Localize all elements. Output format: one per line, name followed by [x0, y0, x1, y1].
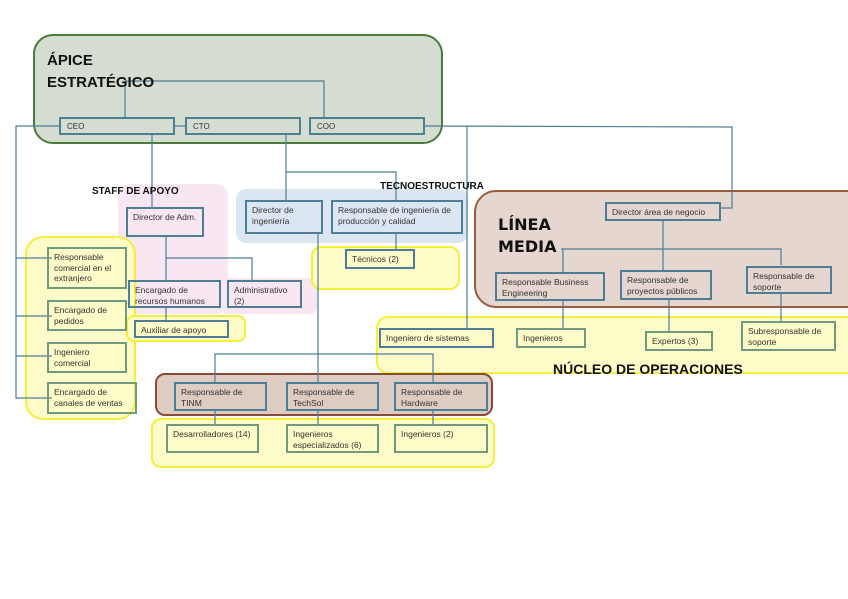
product-teams-highlight	[151, 418, 495, 468]
connector-director-adm-children	[165, 236, 253, 280]
staff-de-apoyo-title: STAFF DE APOYO	[92, 186, 179, 197]
expertos-box[interactable]: Expertos (3)	[645, 331, 713, 351]
linea-title-line1: LÍNEA	[498, 215, 551, 234]
auxiliar-box[interactable]: Auxiliar de apoyo	[134, 320, 229, 338]
director-adm-box[interactable]: Director de Adm.	[126, 207, 204, 237]
connector-coo-director-negocio	[424, 125, 733, 209]
product-responsables-group	[155, 373, 493, 416]
nucleo-operaciones-region	[376, 316, 848, 374]
linea-title-line2: MEDIA	[498, 237, 557, 256]
tecnicos-box[interactable]: Técnicos (2)	[345, 249, 415, 269]
ceo-box[interactable]: CEO	[59, 117, 175, 135]
connector-linea-children	[561, 248, 782, 265]
director-area-negocio-box[interactable]: Director área de negocio	[605, 202, 721, 221]
connector-cto-tecno	[285, 134, 397, 200]
tecnoestructura-region	[236, 189, 468, 243]
coo-box[interactable]: COO	[309, 117, 425, 135]
resp-soporte-box[interactable]: Responsable de soporte	[746, 266, 832, 294]
resp-comercial-extranjero-box[interactable]: Responsable comercial en el extranjero	[47, 247, 127, 289]
ingeniero-sistemas-box[interactable]: Ingeniero de sistemas	[379, 328, 494, 348]
resp-tinm-box[interactable]: Responsable de TINM	[174, 382, 267, 411]
nucleo-operaciones-title: NÚCLEO DE OPERACIONES	[553, 361, 743, 377]
administrativo-box[interactable]: Administrativo (2)	[227, 280, 302, 308]
ingenieros-hardware-box[interactable]: Ingenieros (2)	[394, 424, 488, 453]
connector-resp-children	[214, 353, 434, 383]
desarrolladores-box[interactable]: Desarrolladores (14)	[166, 424, 259, 453]
ingeniero-comercial-box[interactable]: Ingeniero comercial	[47, 342, 127, 373]
cto-box[interactable]: CTO	[185, 117, 301, 135]
subresponsable-soporte-box[interactable]: Subresponsable de soporte	[741, 321, 836, 351]
ingenieros-especializados-box[interactable]: Ingenieros especializados (6)	[286, 424, 379, 453]
encargado-canales-ventas-box[interactable]: Encargado de canales de ventas	[47, 382, 137, 414]
connector-apex-title	[124, 80, 325, 118]
linea-media-title: LÍNEA MEDIA	[498, 214, 556, 258]
apice-title-line2: ESTRATÉGICO	[47, 74, 155, 91]
apice-estrategico-region	[33, 34, 443, 144]
connector-ceo-left-trunk	[15, 125, 59, 399]
resp-hardware-box[interactable]: Responsable de Hardware	[394, 382, 488, 411]
resp-techsol-box[interactable]: Responsable de TechSol	[286, 382, 379, 411]
apice-estrategico-title: ÁPICE ESTRATÉGICO	[47, 50, 154, 94]
encargado-pedidos-box[interactable]: Encargado de pedidos	[47, 300, 127, 331]
director-ingenieria-box[interactable]: Director de ingeniería	[245, 200, 323, 234]
resp-business-engineering-box[interactable]: Responsable Business Engineering	[495, 272, 605, 301]
rrhh-box[interactable]: Encargado de recursos humanos	[128, 280, 221, 308]
resp-proyectos-publicos-box[interactable]: Responsable de proyectos públicos	[620, 270, 712, 300]
resp-produccion-calidad-box[interactable]: Responsable de ingeniería de producción …	[331, 200, 463, 234]
staff-de-apoyo-region-extension	[224, 278, 318, 314]
apice-title-line1: ÁPICE	[47, 52, 93, 69]
staff-de-apoyo-region	[118, 184, 228, 314]
ingenieros-box[interactable]: Ingenieros	[516, 328, 586, 348]
tecnoestructura-title: TECNOESTRUCTURA	[380, 181, 484, 192]
